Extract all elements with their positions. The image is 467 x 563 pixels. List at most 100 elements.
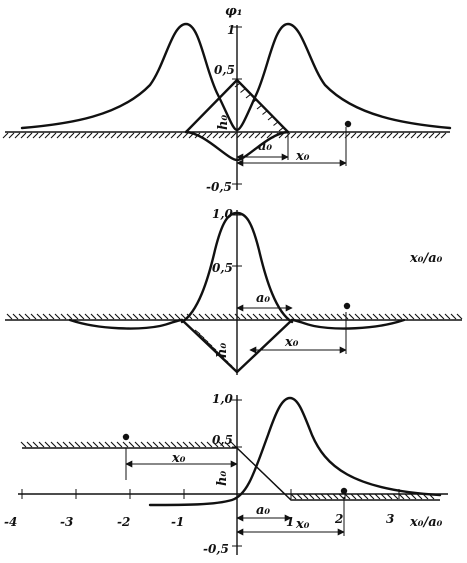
panel1-hatch-mark [98,132,105,139]
panel3-hatch-mark [146,441,153,448]
panel1-inclusion-hatch-mark [262,110,268,115]
panel2-hatch-mark [30,313,37,320]
panel2-inclusion-hatch-mark [222,357,229,363]
panel1-hatch-mark [50,132,57,139]
panel1-inclusion-hatch-mark [267,115,274,121]
panel1-ytick-05: 0,5 [214,63,235,77]
panel3-hatch-mark [56,441,63,448]
panel2-hatch-mark [72,313,79,320]
panel1-inclusion-hatch-mark [234,82,241,88]
panel3-hatch-mark [200,441,207,448]
panel2-hatch-mark [222,313,229,320]
panel2-hatch-mark [372,313,379,320]
panel3-hatch-mark [116,441,123,448]
panel2-hatch-mark [252,313,259,320]
panel3-h0-label: h₀ [215,471,230,486]
panel1-ytick-m05: -0,5 [206,180,232,194]
panel3-hatch-mark [332,493,339,500]
panel3-hatch-mark [92,441,99,448]
panel2-hatch-mark [84,313,91,320]
panel2-hatch-mark [198,313,205,320]
panel2-left-lobe [68,318,184,330]
panel2-inclusion-hatch-mark [202,337,209,343]
panel3-hatch [20,441,435,500]
panel3-hatch-mark [374,493,381,500]
panel2-hatch-mark [276,313,283,320]
panel1-inclusion-hatch-mark [245,93,252,99]
panel3-ytick-1: 1,0 [212,392,234,406]
panel-1: φ₁ 1 0,5 -0,5 h₀ a₀ x₀ [2,4,452,194]
panel2-ytick-05: 0,5 [212,261,233,275]
panel2-x0-label: x₀ [284,335,299,350]
panel2-hatch-mark [456,313,463,320]
panel1-hatch-mark [80,132,87,139]
panel3-hatch-mark [212,441,219,448]
panel2-hatch-mark [378,313,385,320]
panel1-inclusion-hatch-mark [273,121,279,126]
panel2-hatch-mark [414,313,421,320]
panel1-hatch-mark [212,132,219,139]
panel3-hatch-mark [410,493,417,500]
panel1-hatch-mark [8,132,15,139]
panel1-hatch-mark [248,132,255,139]
panel2-hatch-mark [330,313,337,320]
panel2-hatch-mark [336,313,343,320]
panel3-hatch-mark [268,478,274,484]
panel3-hatch-mark [74,441,81,448]
panel3-hatch-mark [32,441,39,448]
panel3-x-axis-label: x₀/a₀ [409,515,443,530]
panel1-hatch-mark [416,132,423,139]
panel2-hatch-mark [174,313,181,320]
panel3-hatch-mark [296,493,303,500]
panel3-hatch-mark [290,493,297,500]
panel2-hatch-mark [360,313,367,320]
panel2-hatch-mark [264,313,271,320]
panel1-hatch-mark [374,132,381,139]
panel1-hatch-mark [356,132,363,139]
panel3-hatch-mark [356,493,363,500]
panel-3: 1,0 0,5 -0,5 -4 -3 -2 -1 1 2 3 x₀/a₀ h₀ … [4,392,448,556]
panel2-response-curve [180,211,294,324]
panel1-hatch-mark [86,132,93,139]
panel1-hatch-mark [20,132,27,139]
panel1-hatch-mark [434,132,441,139]
panel3-hatch-mark [218,441,225,448]
panel2-hatch-mark [324,313,331,320]
panel2-hatch-mark [270,313,277,320]
panel1-hatch-mark [164,132,171,139]
panel2-hatch-mark [102,313,109,320]
panel1-inclusion-profile [184,78,290,134]
panel2-hatch-baseline [6,313,463,320]
panel3-hatch-mark [50,441,57,448]
panel2-hatch-mark [444,313,451,320]
panel2-hatch-mark [6,313,13,320]
panel3-xtick-1: 1 [286,515,294,529]
panel3-hatch-mark [404,493,411,500]
panel1-hatch-mark [74,132,81,139]
panel1-hatch-mark [332,132,339,139]
panel1-x0-label: x₀ [295,149,310,164]
panel1-hatch-mark [14,132,21,139]
panel1-ytick-1: 1 [227,23,235,37]
panel2-hatch-mark [240,313,247,320]
panel2-inclusion-hatch-mark [218,353,225,359]
panel3-hatch-mark [104,441,111,448]
panel1-hatch-mark [2,132,9,139]
panel3-hatch-mark [308,493,315,500]
panel3-xtick-3: 3 [386,512,394,526]
panel2-a0-label: a₀ [256,291,270,306]
panel2-hatch-mark [24,313,31,320]
panel2-hatch-mark [132,313,139,320]
panel3-hatch-mark [262,472,269,479]
panel1-hatch-mark [266,132,273,139]
panel1-hatch-mark [350,132,357,139]
panel1-response-curve [20,22,452,132]
panel1-hatch-mark [62,132,69,139]
panel1-hatch-mark [314,132,321,139]
panel1-hatch-mark [440,132,447,139]
panel3-hatch-mark [98,441,105,448]
panel1-hatch-mark [56,132,63,139]
panel3-hatch-mark [350,493,357,500]
panel3-hatch-mark [176,441,183,448]
